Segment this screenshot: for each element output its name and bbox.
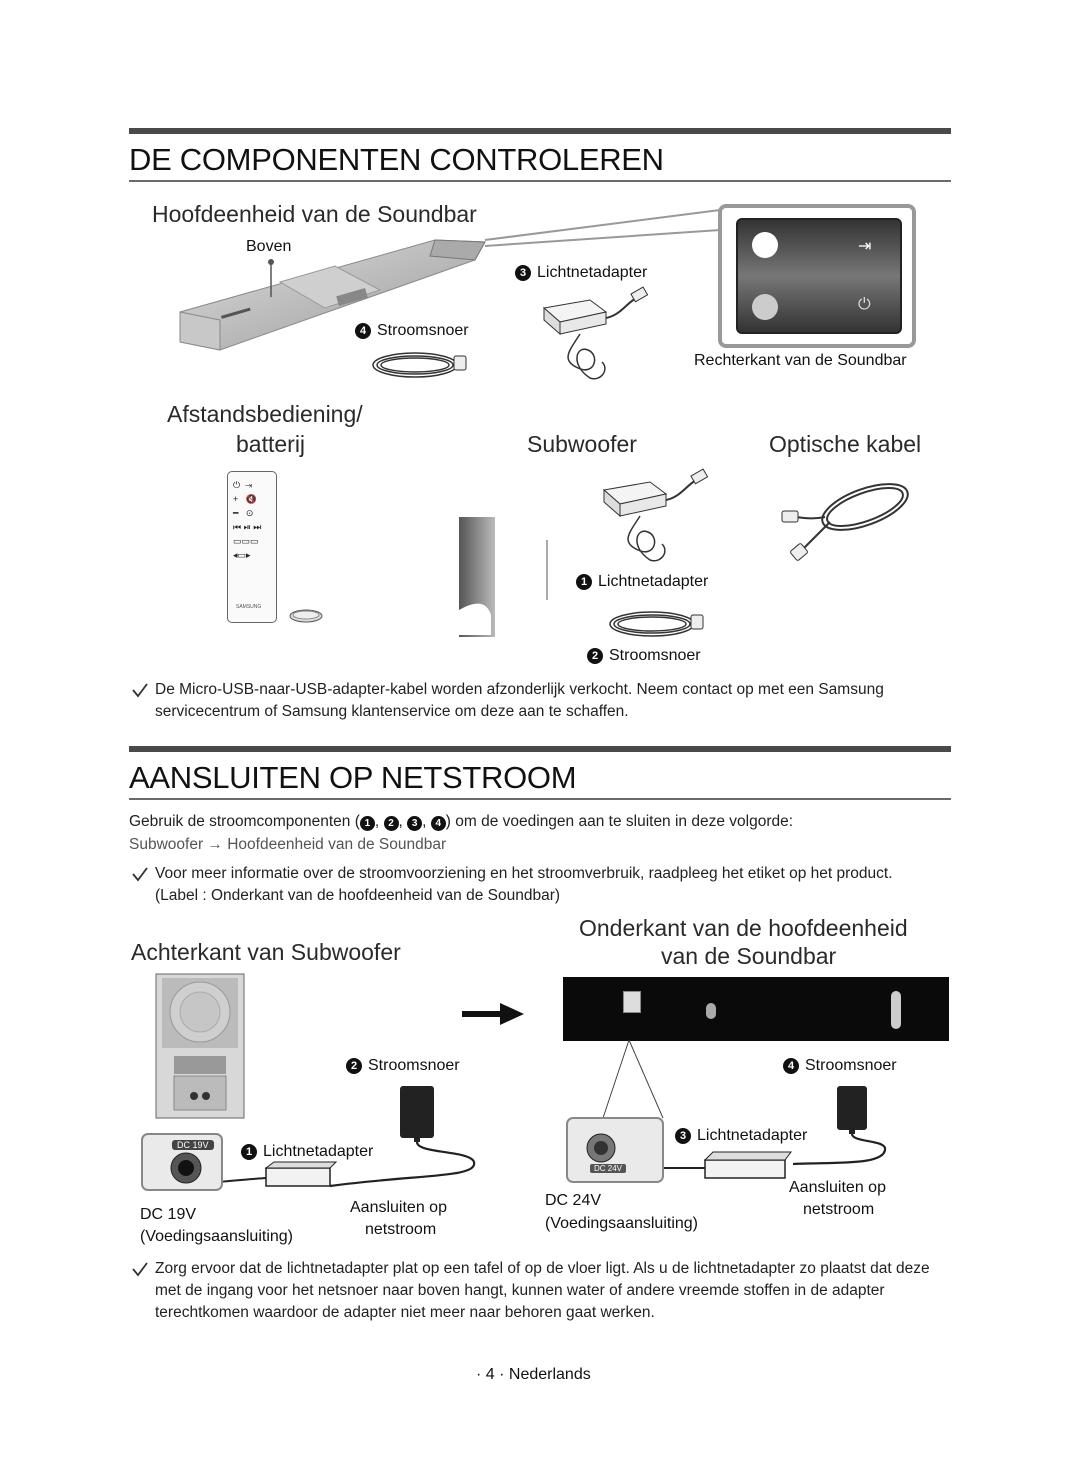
check-icon — [132, 683, 148, 698]
section2-bottom-rule — [129, 798, 951, 800]
battery-illustration — [289, 609, 323, 623]
left-connection-illustration — [141, 1086, 476, 1191]
optical-heading: Optische kabel — [769, 431, 922, 457]
left-connect-line2: netstroom — [365, 1221, 437, 1238]
subwoofer-illustration — [459, 517, 548, 637]
direction-arrow-icon — [462, 1003, 524, 1025]
source-icon: ⇥ — [858, 238, 872, 255]
section1-bottom-rule — [129, 180, 951, 182]
right-dc-line2: (Voedingsaansluiting) — [545, 1215, 698, 1232]
center-slot — [706, 1003, 716, 1019]
remote-control: ⏻ ⇥+ 🔇━ ⊙⏮ ⏯ ⏭▭▭▭◂▭▸ SAMSUNG — [227, 471, 277, 623]
subwoofer-heading: Subwoofer — [527, 431, 637, 457]
right-connect-line2: netstroom — [803, 1201, 875, 1218]
adapter3-illustration — [542, 286, 649, 380]
optical-cable-illustration — [781, 483, 909, 561]
sub-back-heading: Achterkant van Subwoofer — [131, 939, 401, 965]
right-connect-line1: Aansluiten op — [789, 1179, 886, 1196]
right-side-zoom-box: ⇥ ⏻ — [718, 204, 916, 348]
remote-buttons: ⏻ ⇥+ 🔇━ ⊙⏮ ⏯ ⏭▭▭▭◂▭▸ — [233, 480, 262, 560]
bottom-heading-line2: van de Soundbar — [661, 943, 837, 969]
adapter1-illustration — [602, 468, 709, 562]
soundbar-top-illustration — [179, 239, 486, 351]
section1-top-rule — [129, 128, 951, 134]
left-dc-line2: (Voedingsaansluiting) — [140, 1228, 293, 1245]
power-icon: ⏻ — [858, 296, 871, 313]
dc-port-24v — [623, 991, 641, 1013]
power-button — [752, 294, 778, 320]
power-order: Subwoofer → Hoofdeenheid van de Soundbar — [129, 836, 447, 853]
right-side-label: Rechterkant van de Soundbar — [694, 352, 907, 369]
section2-title: AANSLUITEN OP NETSTROOM — [129, 760, 577, 795]
remote-heading-line2: batterij — [236, 431, 306, 457]
remote-heading-line1: Afstandsbediening/ — [167, 401, 363, 427]
cord4-illustration — [372, 352, 467, 378]
bottom-heading-line1: Onderkant van de hoofdeenheid — [579, 915, 908, 941]
subwoofer-back-illustration — [155, 973, 245, 1119]
side-grip — [891, 991, 901, 1029]
power-intro: Gebruik de stroomcomponenten (1, 2, 3, 4… — [129, 813, 794, 831]
section2-top-rule — [129, 746, 951, 752]
cord2-illustration — [609, 611, 704, 637]
boven-label: Boven — [246, 238, 292, 255]
remote-brand: SAMSUNG — [236, 604, 262, 610]
usb-cable-note: De Micro-USB-naar-USB-adapter-kabel word… — [131, 679, 946, 723]
zoom-lines — [484, 209, 721, 247]
right-dc-line1: DC 24V — [545, 1192, 602, 1209]
source-button — [752, 232, 778, 258]
adapter-placement-note: Zorg ervoor dat de lichtnetadapter plat … — [131, 1258, 951, 1324]
soundbar-bottom — [563, 977, 949, 1041]
right-dc-badge: DC 24V — [590, 1164, 627, 1173]
page-footer: · 4 · Nederlands — [476, 1366, 591, 1383]
left-dc-badge: DC 19V — [172, 1140, 214, 1150]
left-dc-line1: DC 19V — [140, 1206, 197, 1223]
check-icon — [132, 1262, 148, 1277]
left-connect-line1: Aansluiten op — [350, 1199, 447, 1216]
check-icon — [132, 867, 148, 882]
power-info-note: Voor meer informatie over de stroomvoorz… — [131, 863, 951, 907]
main-unit-heading: Hoofdeenheid van de Soundbar — [152, 201, 477, 227]
right-side-panel: ⇥ ⏻ — [736, 218, 902, 334]
section1-title: DE COMPONENTEN CONTROLEREN — [129, 142, 664, 177]
